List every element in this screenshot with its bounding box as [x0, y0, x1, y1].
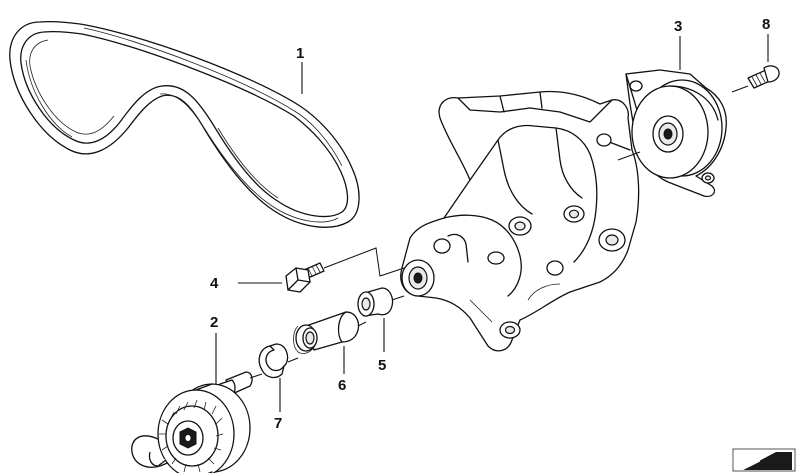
ribbed-v-belt[interactable]	[9, 20, 360, 228]
tensioner-bracket-housing[interactable]	[400, 90, 640, 352]
page-corner-icon[interactable]	[732, 448, 796, 472]
callout-5[interactable]: 5	[378, 357, 386, 374]
sleeve-6[interactable]	[293, 311, 360, 354]
callout-6[interactable]: 6	[338, 377, 346, 394]
tensioner-pulley-assembly[interactable]	[625, 69, 727, 198]
spring-washer-7[interactable]	[258, 343, 289, 379]
callout-7[interactable]: 7	[274, 415, 282, 432]
callout-2[interactable]: 2	[210, 314, 218, 331]
assembly-axis-lines	[249, 85, 749, 379]
callout-labels: 1 3 8 4 2 5 6 7	[210, 16, 770, 432]
idler-pulley-assembly[interactable]	[131, 371, 253, 473]
bushing-5[interactable]	[357, 287, 394, 317]
callout-8[interactable]: 8	[762, 16, 770, 33]
callout-1[interactable]: 1	[296, 45, 304, 62]
callout-4[interactable]: 4	[210, 275, 219, 292]
hex-bolt-4[interactable]	[285, 262, 325, 293]
leader-lines	[215, 34, 769, 412]
hex-bolt-8[interactable]	[747, 65, 780, 89]
callout-3[interactable]: 3	[674, 18, 682, 35]
